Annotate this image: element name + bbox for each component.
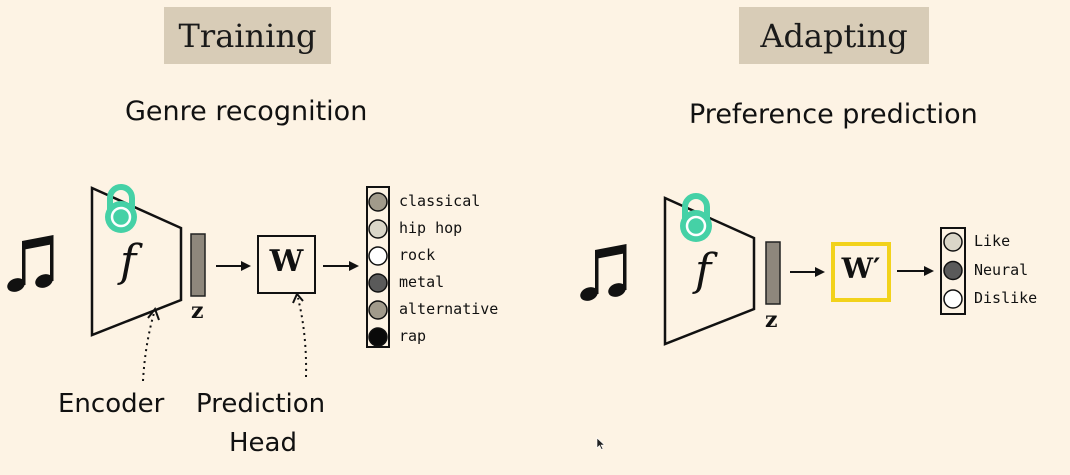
adapting-output-nodes	[943, 232, 963, 309]
adapting-embedding-symbol: z	[765, 307, 778, 333]
encoder-caption: Encoder	[58, 389, 165, 419]
music-note-icon	[7, 235, 54, 292]
adapting-output-column	[940, 227, 966, 315]
training-output-node-3	[368, 273, 388, 293]
training-head-box	[257, 235, 316, 294]
training-output-label-3: metal	[399, 273, 445, 291]
training-output-node-5	[368, 327, 388, 347]
training-output-nodes	[368, 192, 388, 347]
training-title: Training	[164, 7, 331, 64]
adapting-output-node-2	[943, 289, 963, 309]
adapting-output-label-1: Neural	[974, 260, 1029, 279]
training-output-label-1: hip hop	[399, 219, 463, 237]
adapting-encoder-symbol: f	[695, 245, 712, 296]
training-output-label-5: rap	[399, 327, 427, 345]
training-output-node-2	[368, 246, 388, 266]
mouse-cursor-icon	[596, 437, 606, 450]
adapting-lock-icon	[680, 193, 712, 242]
training-output-column	[366, 186, 390, 348]
adapting-task-label: Preference prediction	[689, 99, 978, 130]
head-pointer-arrow	[297, 297, 308, 378]
training-output-label-4: alternative	[399, 300, 499, 318]
encoder-pointer-arrow	[142, 312, 155, 382]
adapting-title: Adapting	[739, 7, 929, 64]
training-task-label: Genre recognition	[125, 96, 368, 127]
training-output-label-2: rock	[399, 246, 436, 264]
training-output-node-0	[368, 192, 388, 212]
adapting-head-box	[831, 242, 891, 302]
training-embedding-bar	[190, 233, 206, 297]
adapting-embedding-bar	[765, 241, 781, 305]
adapting-output-label-2: Dislike	[974, 289, 1038, 307]
training-lock-icon	[105, 184, 137, 233]
training-encoder	[90, 186, 183, 337]
training-embedding-symbol: z	[191, 298, 204, 324]
adapting-encoder	[663, 196, 756, 346]
training-output-label-0: classical	[399, 192, 481, 210]
training-encoder-symbol: f	[120, 236, 137, 287]
head-caption-line1: Prediction	[196, 389, 326, 419]
music-note-icon	[580, 244, 627, 301]
head-caption-line2: Head	[229, 428, 297, 458]
adapting-output-node-1	[943, 260, 963, 281]
adapting-head-symbol: W′	[841, 252, 881, 285]
training-output-node-4	[368, 300, 388, 320]
adapting-output-label-0: Like	[974, 232, 1011, 250]
training-output-node-1	[368, 219, 388, 239]
adapting-output-node-0	[943, 232, 963, 252]
training-head-symbol: W	[269, 244, 304, 279]
